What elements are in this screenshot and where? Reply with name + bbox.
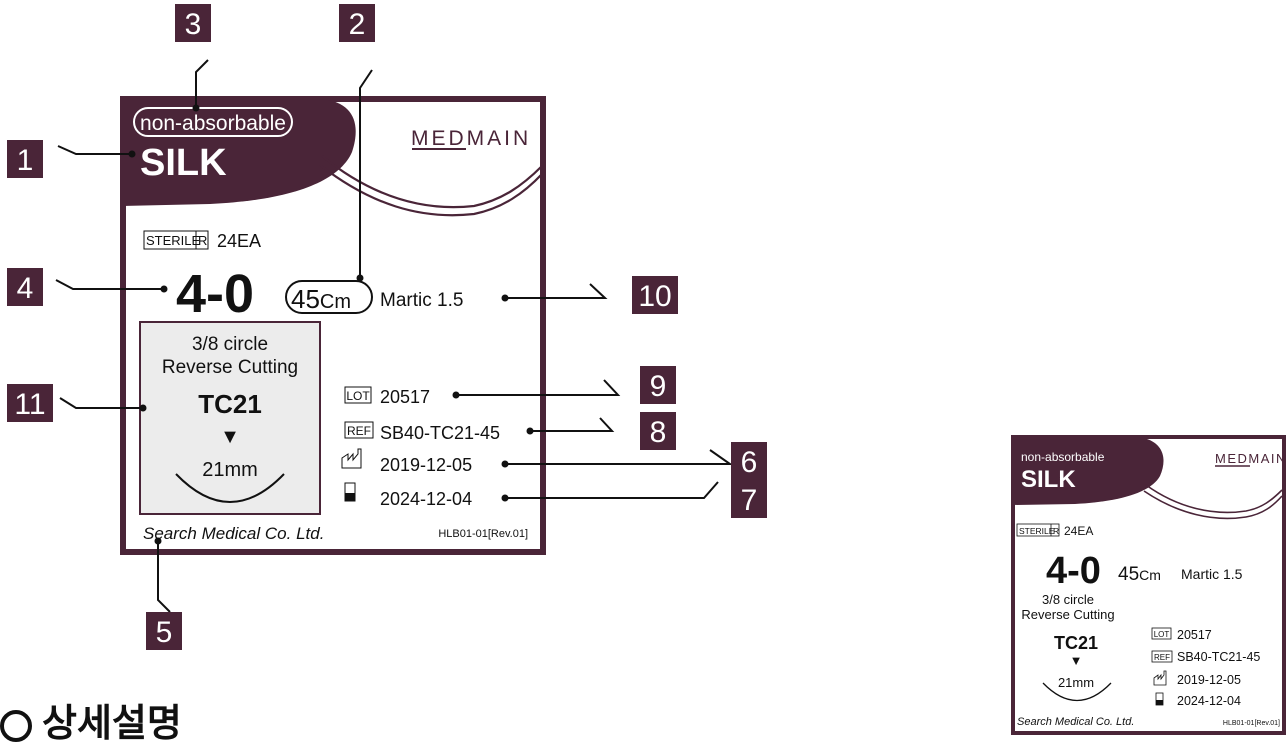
svg-text:STERILE: STERILE bbox=[1019, 526, 1055, 536]
quantity-text: 24EA bbox=[217, 231, 261, 251]
callout-7: 7 bbox=[731, 480, 767, 518]
needle-marker-icon: ▼ bbox=[220, 426, 240, 448]
needle-code-text: TC21 bbox=[198, 389, 262, 419]
svg-text:non-absorbable: non-absorbable bbox=[1021, 450, 1105, 464]
needle-type-text: Reverse Cutting bbox=[162, 357, 298, 378]
svg-text:2024-12-04: 2024-12-04 bbox=[1177, 694, 1241, 708]
material-text: SILK bbox=[140, 142, 227, 184]
svg-text:11: 11 bbox=[14, 388, 45, 421]
svg-text:SB40-TC21-45: SB40-TC21-45 bbox=[1177, 650, 1260, 664]
lot-value: 20517 bbox=[380, 387, 430, 407]
large-label: non-absorbable SILK MEDMAIN STERILE R 24… bbox=[123, 99, 543, 552]
svg-text:Martic 1.5: Martic 1.5 bbox=[1181, 566, 1243, 582]
usp-size-text: 4-0 bbox=[176, 264, 254, 324]
section-heading-text: 상세설명 bbox=[42, 702, 182, 742]
sterile-method-text: R bbox=[198, 233, 207, 248]
svg-text:SILK: SILK bbox=[1021, 466, 1076, 493]
svg-text:10: 10 bbox=[638, 280, 671, 313]
svg-text:3: 3 bbox=[185, 8, 202, 41]
svg-text:▼: ▼ bbox=[1070, 653, 1083, 668]
sterile-text: STERILE bbox=[146, 233, 201, 248]
svg-text:3/8 circle: 3/8 circle bbox=[1042, 592, 1094, 607]
svg-text:9: 9 bbox=[650, 370, 667, 403]
small-label: non-absorbable SILK MEDMAIN STERILE R 24… bbox=[1013, 437, 1287, 733]
svg-text:TC21: TC21 bbox=[1054, 633, 1098, 653]
metric-text: Martic 1.5 bbox=[380, 290, 463, 311]
needle-length-text: 21mm bbox=[202, 459, 258, 481]
section-heading: 상세설명 bbox=[0, 702, 182, 742]
svg-text:7: 7 bbox=[741, 484, 758, 517]
callout-5: 5 bbox=[146, 612, 182, 650]
svg-text:MEDMAIN: MEDMAIN bbox=[1215, 451, 1287, 466]
callout-9: 9 bbox=[640, 366, 676, 404]
expiry-date-value: 2024-12-04 bbox=[380, 489, 472, 509]
svg-text:21mm: 21mm bbox=[1058, 675, 1094, 690]
callout-3: 3 bbox=[175, 4, 211, 42]
manufacturer-text: Search Medical Co. Ltd. bbox=[143, 524, 324, 543]
needle-shape-text: 3/8 circle bbox=[192, 334, 268, 355]
svg-text:2: 2 bbox=[349, 8, 366, 41]
callout-1: 1 bbox=[7, 140, 43, 178]
svg-text:R: R bbox=[1053, 526, 1059, 536]
svg-text:45Cm: 45Cm bbox=[1118, 564, 1161, 585]
svg-text:24EA: 24EA bbox=[1064, 524, 1093, 538]
svg-text:Reverse Cutting: Reverse Cutting bbox=[1021, 607, 1114, 622]
ref-value: SB40-TC21-45 bbox=[380, 423, 500, 443]
svg-text:5: 5 bbox=[156, 616, 173, 649]
bullet-circle-icon bbox=[0, 710, 32, 742]
callout-6: 6 bbox=[731, 442, 767, 480]
svg-text:HLB01-01[Rev.01]: HLB01-01[Rev.01] bbox=[1223, 720, 1280, 727]
svg-text:4: 4 bbox=[17, 272, 34, 305]
callout-10: 10 bbox=[632, 276, 678, 314]
svg-text:Search Medical Co. Ltd.: Search Medical Co. Ltd. bbox=[1017, 716, 1134, 728]
non-absorbable-text: non-absorbable bbox=[140, 112, 286, 135]
callout-4: 4 bbox=[7, 268, 43, 306]
svg-text:REF: REF bbox=[1154, 653, 1170, 662]
callout-11: 11 bbox=[7, 384, 53, 422]
svg-text:2019-12-05: 2019-12-05 bbox=[1177, 673, 1241, 687]
svg-text:4-0: 4-0 bbox=[1046, 550, 1101, 592]
brand-logo: MEDMAIN bbox=[411, 127, 531, 150]
svg-text:LOT: LOT bbox=[1154, 630, 1170, 639]
callout-8: 8 bbox=[640, 412, 676, 450]
callout-2: 2 bbox=[339, 4, 375, 42]
svg-text:6: 6 bbox=[741, 446, 758, 479]
svg-text:8: 8 bbox=[650, 416, 667, 449]
manufacture-date-value: 2019-12-05 bbox=[380, 455, 472, 475]
svg-text:20517: 20517 bbox=[1177, 628, 1212, 642]
doc-code-text: HLB01-01[Rev.01] bbox=[438, 528, 528, 540]
svg-text:1: 1 bbox=[17, 144, 34, 177]
svg-text:LOT: LOT bbox=[346, 389, 370, 403]
svg-text:REF: REF bbox=[347, 424, 371, 438]
